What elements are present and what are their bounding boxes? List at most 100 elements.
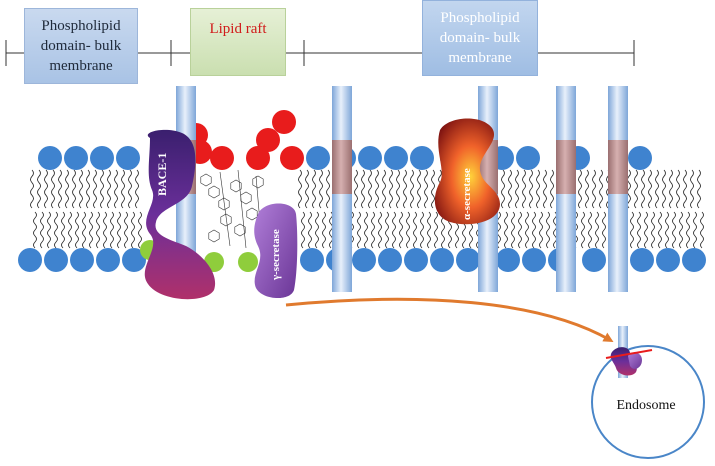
head-group [38,146,62,170]
head-group [630,248,654,272]
lipid-tail [51,169,55,209]
tm-helix-band [608,140,628,194]
lipid-tail [114,169,118,209]
lipid-tail [627,169,631,209]
raft-head-red [210,146,234,170]
lipid-tail [690,169,694,209]
lipid-tail [424,169,428,209]
lipid-tail [47,211,51,249]
lipid-tail [298,169,302,209]
lipid-tail [676,169,680,209]
lipid-tail [371,211,375,249]
lipid-tail [697,169,701,209]
head-group [384,146,408,170]
lipid-tail [644,211,648,249]
head-group [404,248,428,272]
lipid-tail [672,211,676,249]
lipid-tail [511,211,515,249]
cholesterol-ring [246,207,258,221]
lipid-tail [410,169,414,209]
lipid-tail [599,169,603,209]
head-group [410,146,434,170]
lipid-tail [630,211,634,249]
lipid-tail [82,211,86,249]
lipid-tail [135,169,139,209]
head-group [70,248,94,272]
lipid-tail [382,169,386,209]
lipid-tail [100,169,104,209]
head-group [430,248,454,272]
lipid-tail [61,211,65,249]
head-group [682,248,706,272]
lipid-tail [326,169,330,209]
lipid-tail [368,169,372,209]
head-group [90,146,114,170]
lipid-tail [648,169,652,209]
head-group [496,248,520,272]
lipid-tail [403,169,407,209]
cholesterol-ring [220,213,232,227]
raft-head-green [238,252,258,272]
lipid-tail [700,211,704,249]
endosome-membrane-mark [605,349,653,359]
lipid-tail [508,169,512,209]
cholesterol-ring [218,197,230,211]
lipid-tail [65,169,69,209]
lipid-tail [427,211,431,249]
bace1-enzyme: BACE-1 [144,129,216,300]
lipid-tail [399,211,403,249]
gamma-secretase-enzyme: γ-secretase [254,203,298,299]
lower-leaflet-heads [18,248,706,272]
lipid-tail [322,211,326,249]
alpha-secretase-label: α-secretase [461,168,473,220]
lipid-tail [375,169,379,209]
lipid-tail [501,169,505,209]
lipid-tail [669,169,673,209]
lipid-tail [312,169,316,209]
raft-head-red [246,146,270,170]
lipid-tail [553,211,557,249]
head-group [582,248,606,272]
lipid-tail [413,211,417,249]
tm-helix-band [332,140,352,194]
tm-helix-band [556,140,576,194]
lipid-tail [539,211,543,249]
lipid-tail [683,169,687,209]
lipid-tail [54,211,58,249]
raft-head-red [272,110,296,134]
lipid-tail [305,169,309,209]
lipid-tail [357,211,361,249]
head-group [64,146,88,170]
cholesterol-ring [240,191,252,205]
lipid-tail [37,169,41,209]
lipid-tail [392,211,396,249]
lipid-tail [315,211,319,249]
lipid-tail [319,169,323,209]
lipid-tail [504,211,508,249]
lipid-tail [431,169,435,209]
raft-chain [237,169,247,249]
lipid-tail [592,169,596,209]
cholesterol-ring [208,185,220,199]
lipid-tail [131,211,135,249]
lipid-raft-label: Lipid raft [190,8,286,76]
lipid-tail [58,169,62,209]
lipid-tail [536,169,540,209]
cholesterol-ring [208,229,220,243]
lipid-tail [40,211,44,249]
gamma-secretase-label: γ-secretase [270,229,282,281]
lipid-tail [679,211,683,249]
lipid-tail [543,169,547,209]
lipid-tail [72,169,76,209]
lipid-tail [515,169,519,209]
phospholipid-domain-right-text: Phospholipid domain- bulk membrane [439,10,521,66]
lipid-tail [44,169,48,209]
lipid-tail [602,211,606,249]
lipid-tail [641,169,645,209]
endosome-bace1 [610,347,637,376]
lipid-tail [588,211,592,249]
lipid-tail [364,211,368,249]
curved-arrow-icon [285,297,614,342]
lipid-tail [595,211,599,249]
lipid-tail [33,211,37,249]
